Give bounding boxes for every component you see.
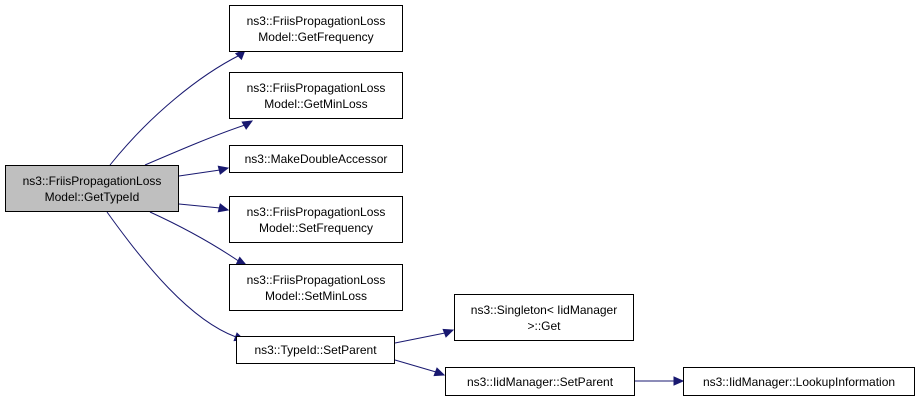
- node-label-line1: ns3::IidManager::LookupInformation: [702, 374, 896, 389]
- node-friis-set-min-loss[interactable]: ns3::FriisPropagationLoss Model::SetMinL…: [229, 264, 403, 311]
- edge-typeid_set_parent-to-singleton_get: [394, 332, 446, 344]
- edge-root-to-set_min_loss: [149, 211, 241, 263]
- node-label-line1: ns3::Singleton< IidManager: [470, 302, 618, 317]
- node-friis-get-min-loss[interactable]: ns3::FriisPropagationLoss Model::GetMinL…: [229, 72, 403, 119]
- node-label-line2: Model::SetFrequency: [258, 220, 374, 235]
- node-singleton-get[interactable]: ns3::Singleton< IidManager >::Get: [454, 294, 634, 341]
- node-label-line1: ns3::MakeDoubleAccessor: [244, 152, 388, 166]
- arrowhead-typeid_set_parent-to-iidmanager_set_parent: [433, 367, 446, 377]
- edge-typeid_set_parent-to-iidmanager_set_parent: [394, 359, 437, 373]
- node-label-line2: Model::SetMinLoss: [264, 288, 368, 303]
- node-label-line1: ns3::IidManager::SetParent: [466, 374, 614, 389]
- node-label-line1: ns3::FriisPropagationLoss: [246, 272, 386, 287]
- node-label-line2: Model::GetMinLoss: [264, 96, 368, 111]
- edge-root-to-get_frequency: [109, 54, 241, 166]
- node-label-line2: Model::GetFrequency: [258, 29, 374, 44]
- node-typeid-set-parent[interactable]: ns3::TypeId::SetParent: [236, 336, 395, 364]
- edge-root-to-set_frequency: [178, 203, 221, 209]
- node-label-line1: ns3::FriisPropagationLoss: [246, 80, 386, 95]
- arrowhead-root-to-get_min_loss: [241, 120, 254, 130]
- arrowhead-iidmanager_set_parent-to-lookup_information: [673, 376, 685, 386]
- node-friis-get-frequency[interactable]: ns3::FriisPropagationLoss Model::GetFreq…: [229, 5, 403, 52]
- arrowhead-root-to-make_double_accessor: [217, 165, 230, 175]
- node-label-line1: ns3::TypeId::SetParent: [254, 343, 377, 357]
- node-iidmanager-set-parent[interactable]: ns3::IidManager::SetParent: [445, 367, 635, 396]
- edge-root-to-typeid_set_parent: [106, 211, 237, 338]
- node-iidmanager-lookup-information[interactable]: ns3::IidManager::LookupInformation: [683, 367, 915, 396]
- edge-root-to-make_double_accessor: [178, 169, 221, 177]
- node-make-double-accessor[interactable]: ns3::MakeDoubleAccessor: [229, 145, 403, 173]
- node-label-line2: Model::GetTypeId: [44, 189, 140, 204]
- node-friis-set-frequency[interactable]: ns3::FriisPropagationLoss Model::SetFreq…: [229, 196, 403, 243]
- edge-root-to-get_min_loss: [144, 124, 246, 166]
- node-label-line1: ns3::FriisPropagationLoss: [246, 13, 386, 28]
- arrowhead-root-to-set_frequency: [217, 203, 230, 213]
- node-label-line1: ns3::FriisPropagationLoss: [22, 173, 162, 188]
- node-label-line1: ns3::FriisPropagationLoss: [246, 204, 386, 219]
- node-label-line2: >::Get: [527, 318, 561, 333]
- node-friis-get-type-id[interactable]: ns3::FriisPropagationLoss Model::GetType…: [5, 165, 179, 212]
- arrowhead-typeid_set_parent-to-singleton_get: [442, 328, 455, 338]
